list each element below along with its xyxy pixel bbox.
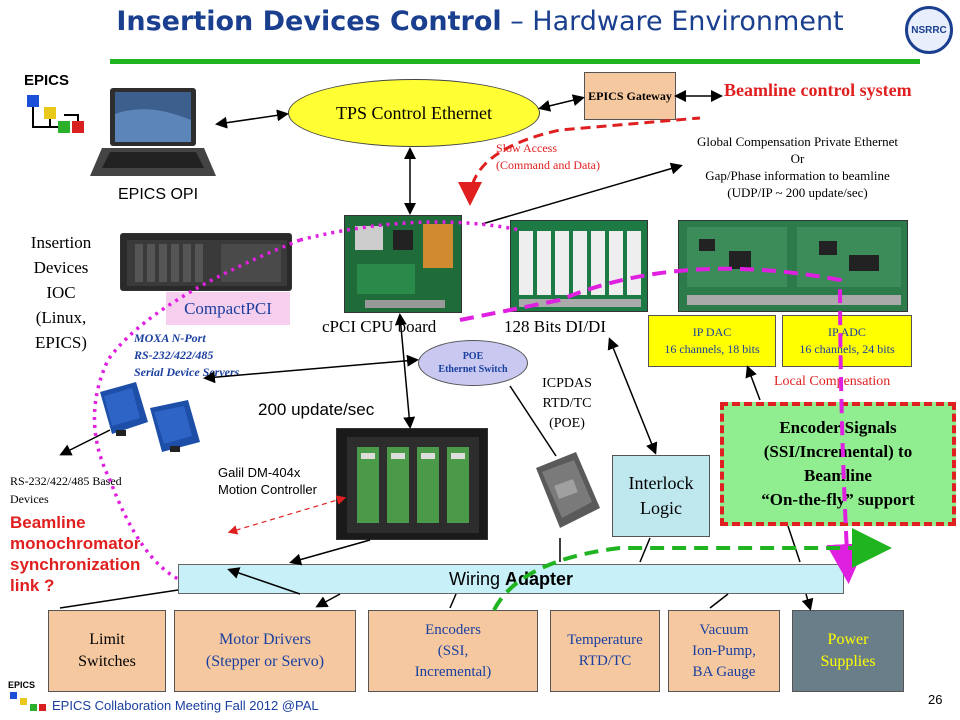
chassis-slots-graphic [127,240,287,286]
nsrrc-logo: NSRRC [905,6,953,54]
wiring-adapter-label: Adapter [505,568,574,589]
ip-dac-label: IP DAC 16 channels, 18 bits [664,325,760,356]
rs232-devices-label: RS-232/422/485 Based Devices [10,474,122,506]
temperature-label: Temperature RTD/TC [567,632,643,669]
dio-board-image [510,220,648,312]
temperature-box: Temperature RTD/TC [550,610,660,692]
epics-logo: EPICS [24,72,86,142]
footer-meeting-label: EPICS Collaboration Meeting Fall 2012 @P… [52,698,319,713]
ip-adc-box: IP ADC 16 channels, 24 bits [782,315,912,367]
vacuum-box: Vacuum Ion-Pump, BA Gauge [668,610,780,692]
encoder-signals-label: Encoder Signals (SSI/Incremental) to Bea… [761,418,915,509]
footer-epics-graphic [10,692,46,711]
interlock-logic-box: Interlock Logic [612,455,710,537]
encoders-box: Encoders (SSI, Incremental) [368,610,538,692]
moxa-label: MOXA N-Port RS-232/422/485 Serial Device… [134,331,240,379]
slide-title: Insertion Devices Control – Hardware Env… [0,6,960,37]
encoder-signals-box: Encoder Signals (SSI/Incremental) to Bea… [720,402,956,526]
ioc-label: Insertion Devices IOC (Linux, EPICS) [30,233,92,352]
epics-logo-graphic [27,95,84,133]
slow-access-label: Slow Access (Command and Data) [496,141,600,172]
icpdas-label: ICPDAS RTD/TC (POE) [542,376,592,431]
compactpci-label-box: CompactPCI [166,292,290,325]
ip-carrier-graphic [687,227,901,305]
limit-switches-label: Limit Switches [78,631,136,670]
local-compensation-label: Local Compensation [774,374,891,389]
encoders-label: Encoders (SSI, Incremental) [414,621,492,680]
galil-controller-graphic [347,437,479,533]
power-supplies-box: Power Supplies [792,610,904,692]
icpdas-module-image [530,448,606,532]
title-dash: – [501,6,533,37]
cpci-cpu-board-image [344,215,462,313]
ip-adc-label: IP ADC 16 channels, 24 bits [799,325,895,356]
tps-ethernet-label: TPS Control Ethernet [336,102,492,123]
compactpci-chassis-image [120,233,292,291]
ip-carrier-image [678,220,908,312]
cpu-board-label: cPCI CPU board [322,317,437,336]
ip-dac-box: IP DAC 16 channels, 18 bits [648,315,776,367]
power-supplies-label: Power Supplies [820,631,876,670]
epics-opi-label: EPICS OPI [118,186,199,203]
monochromator-link-label: Beamline monochromator synchronization l… [10,513,141,595]
dio-board-graphic [519,231,641,307]
compactpci-label: CompactPCI [184,298,272,318]
poe-switch-label: POE Ethernet Switch [438,351,508,375]
footer-epics-logo: EPICS [8,680,48,714]
update-rate-label: 200 update/sec [258,400,375,419]
page-number: 26 [928,692,943,707]
title-underline [110,59,920,64]
footer-epics-text: EPICS [8,680,36,690]
cpu-board-graphic [355,224,453,308]
wiring-adapter-bar: Wiring Adapter [178,564,844,594]
moxa-devices-image [96,378,220,454]
tps-control-ethernet: TPS Control Ethernet [288,79,540,147]
galil-label: Galil DM-404x Motion Controller [218,465,317,497]
moxa-devices-graphic [100,382,200,452]
interlock-label: Interlock Logic [628,473,694,518]
vacuum-label: Vacuum Ion-Pump, BA Gauge [692,621,756,680]
laptop-icon [90,88,216,176]
limit-switches-box: Limit Switches [48,610,166,692]
poe-ethernet-switch: POE Ethernet Switch [418,340,528,386]
wiring-prefix: Wiring [448,568,505,589]
galil-controller-image [336,428,488,540]
epics-gateway: EPICS Gateway [584,72,676,120]
motor-drivers-box: Motor Drivers (Stepper or Servo) [174,610,356,692]
dio-label: 128 Bits DI/DI [504,317,606,336]
title-part1: Insertion Devices Control [116,6,502,37]
epics-gateway-label: EPICS Gateway [588,88,672,103]
icpdas-module-graphic [536,452,600,528]
epics-logo-text: EPICS [24,72,70,89]
laptop-image [88,84,218,184]
global-compensation-label: Global Compensation Private Ethernet Or … [696,134,899,200]
beamline-control-label: Beamline control system [724,80,912,100]
motor-drivers-label: Motor Drivers (Stepper or Servo) [205,631,325,670]
title-part2: Hardware Environment [532,6,844,37]
